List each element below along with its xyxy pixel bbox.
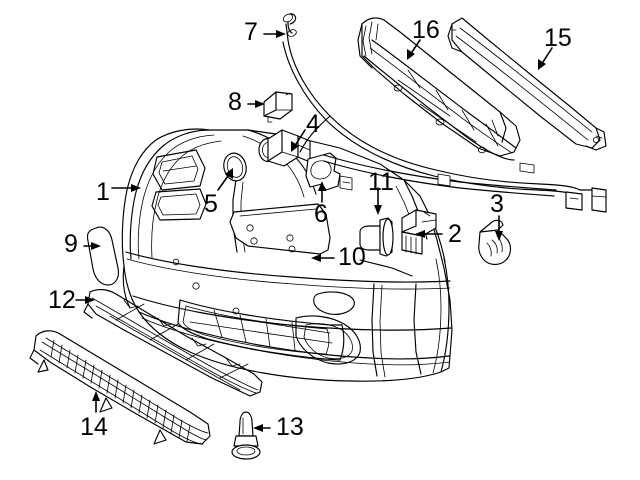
callout-label-16: 16 bbox=[412, 16, 440, 44]
callout-label-8: 8 bbox=[228, 88, 242, 116]
part-bumper-impact-bar bbox=[447, 17, 607, 151]
callout-label-13: 13 bbox=[276, 413, 304, 441]
callout-label-1: 1 bbox=[96, 178, 110, 206]
callout-label-6: 6 bbox=[314, 200, 328, 228]
callout-label-4: 4 bbox=[306, 110, 320, 138]
leader-lines bbox=[75, 30, 553, 432]
part-bumper-energy-absorber bbox=[357, 17, 521, 161]
part-harness-retainer-clip bbox=[263, 91, 293, 123]
callout-label-7: 7 bbox=[244, 18, 258, 46]
callout-label-3: 3 bbox=[490, 190, 504, 218]
part-sensor-bracket bbox=[305, 152, 341, 191]
part-license-plate-bracket bbox=[229, 203, 331, 255]
part-lower-valance-support bbox=[83, 288, 263, 397]
part-mounting-bolt bbox=[359, 217, 394, 257]
callout-label-5: 5 bbox=[204, 190, 218, 218]
part-grille-push-fastener bbox=[231, 411, 261, 460]
part-lower-grille bbox=[29, 330, 211, 445]
callout-label-10: 10 bbox=[338, 243, 366, 271]
part-push-pin-retainer bbox=[478, 219, 512, 266]
callout-label-12: 12 bbox=[48, 286, 76, 314]
part-bumper-pad bbox=[86, 226, 120, 286]
part-connector-clip bbox=[401, 209, 437, 255]
part-sensor-wiring-harness bbox=[282, 13, 607, 213]
callout-label-14: 14 bbox=[80, 413, 108, 441]
callout-label-15: 15 bbox=[544, 24, 572, 52]
part-sensor-retainer-ring bbox=[223, 152, 247, 182]
part-park-assist-sensor bbox=[258, 129, 311, 167]
callout-label-2: 2 bbox=[448, 220, 462, 248]
callout-label-11: 11 bbox=[368, 168, 394, 196]
callout-label-9: 9 bbox=[64, 230, 78, 258]
